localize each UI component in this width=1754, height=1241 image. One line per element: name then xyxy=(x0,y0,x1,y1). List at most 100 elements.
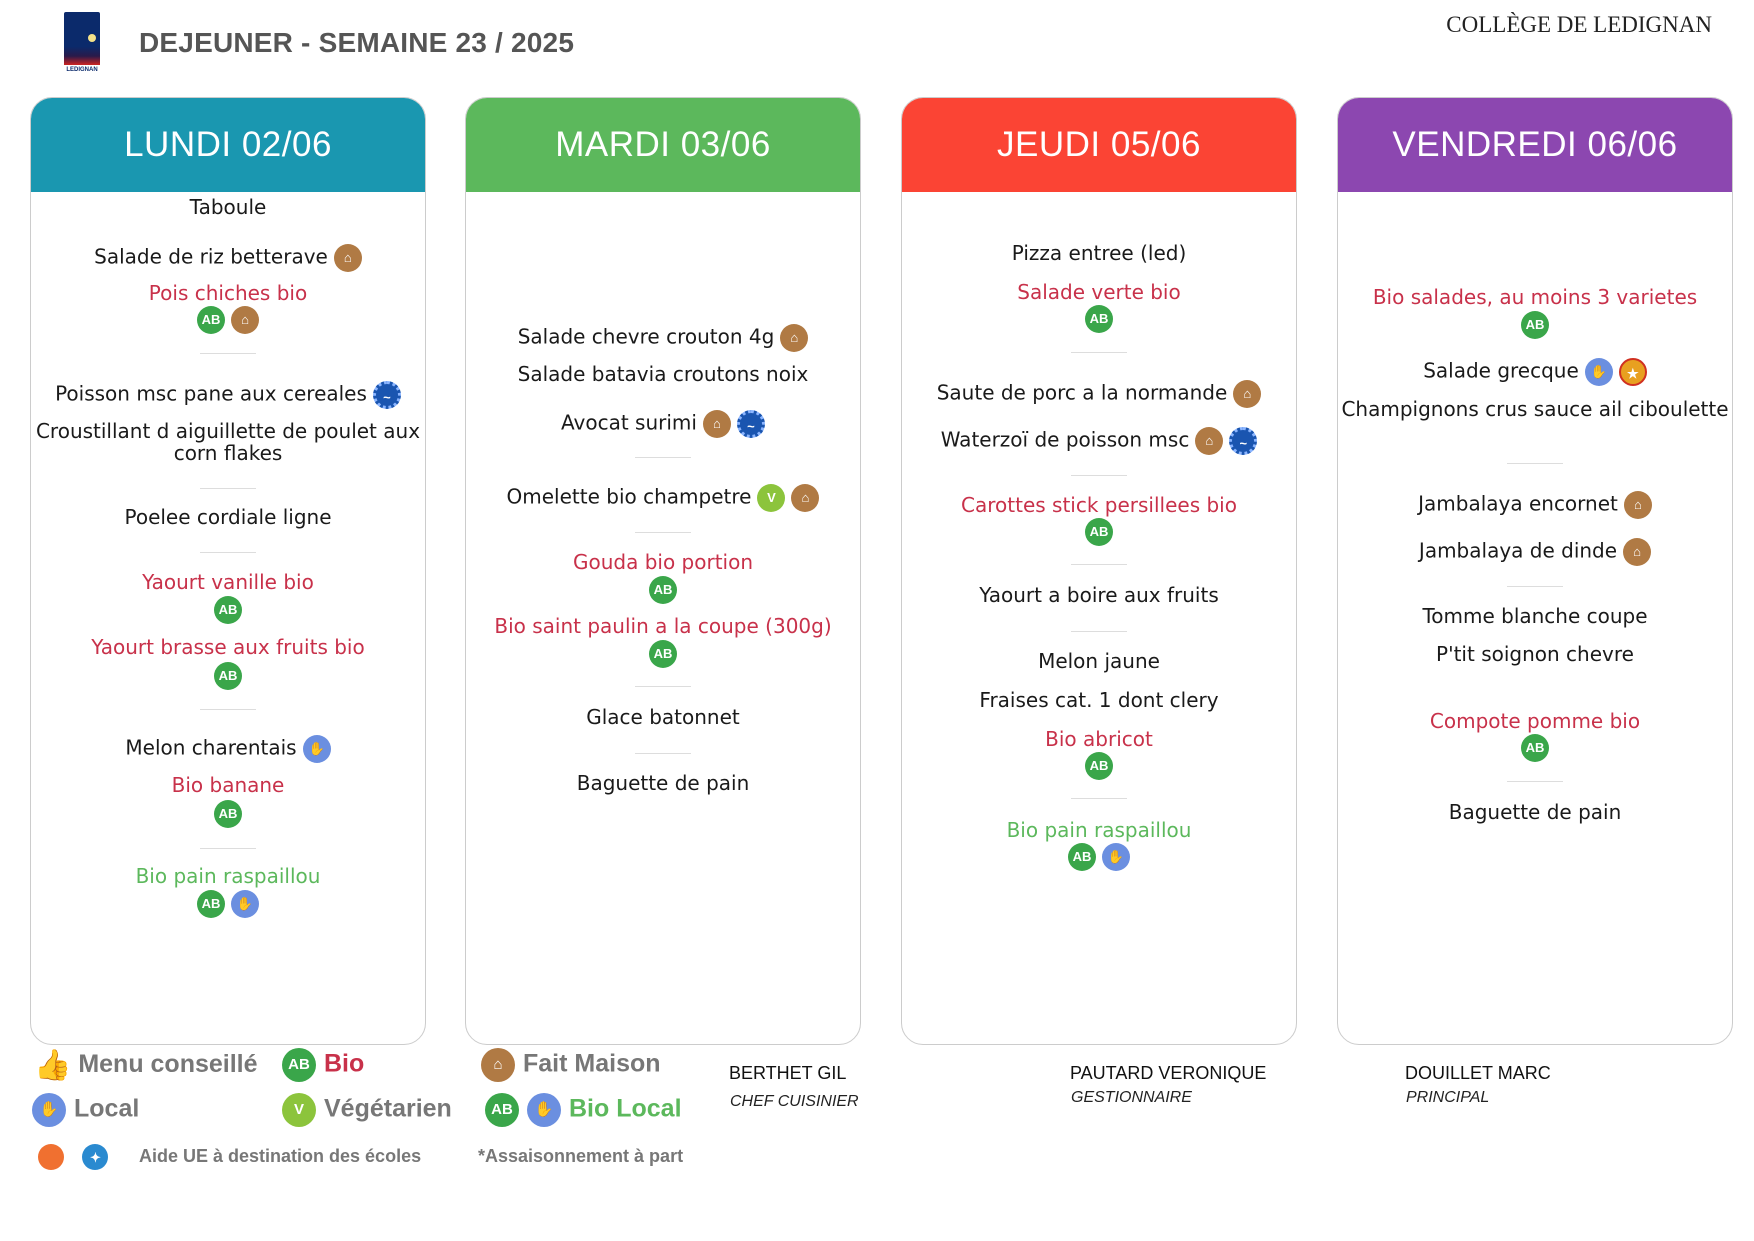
menu-item: Croustillant d aiguillette de poulet aux… xyxy=(35,419,421,465)
msc-icon: ~ xyxy=(736,410,765,438)
separator xyxy=(1071,798,1127,799)
menu-item: Bio pain raspaillou xyxy=(1006,818,1192,842)
bio-icon: AB xyxy=(214,800,242,828)
icon-row: AB⌂ xyxy=(31,306,425,334)
icon-row: AB xyxy=(902,518,1296,546)
bio-icon: AB xyxy=(197,306,225,334)
menu-item: Salade grecque✋★ xyxy=(1338,358,1732,386)
icon-row: AB✋ xyxy=(902,843,1296,871)
local-icon: ✋ xyxy=(1584,358,1613,386)
page-title: DEJEUNER - SEMAINE 23 / 2025 xyxy=(139,27,575,58)
separator xyxy=(200,552,256,553)
msc-icon: ~ xyxy=(372,381,401,409)
bio-icon: AB xyxy=(197,890,225,918)
day-card-mardi: MARDI 03/06 Salade chevre crouton 4g⌂ Sa… xyxy=(465,97,861,1045)
local-icon: ✋ xyxy=(302,735,331,763)
separator xyxy=(200,353,256,354)
menu-item: Yaourt a boire aux fruits xyxy=(979,583,1219,607)
separator xyxy=(635,457,691,458)
vegetarien-icon: V xyxy=(757,484,786,512)
moon-icon xyxy=(88,34,96,42)
fait-maison-icon: ⌂ xyxy=(231,306,259,334)
menu-item: Yaourt vanille bio xyxy=(142,570,314,594)
legend-local: ✋Local xyxy=(32,1093,139,1127)
ue-logos: ✦ xyxy=(38,1144,109,1170)
signature-role: GESTIONNAIRE xyxy=(1071,1089,1192,1106)
vegetarien-icon: V xyxy=(282,1093,316,1127)
local-icon: ✋ xyxy=(527,1093,561,1127)
local-icon: ✋ xyxy=(1102,843,1130,871)
icon-row: AB xyxy=(1338,734,1732,762)
separator xyxy=(200,488,256,489)
fait-maison-icon: ⌂ xyxy=(791,484,820,512)
menu-item: Salade batavia croutons noix xyxy=(517,362,809,386)
signature-name: BERTHET GIL xyxy=(729,1063,847,1083)
menu-item: Bio abricot xyxy=(1045,727,1153,751)
icon-row: AB xyxy=(1338,311,1732,339)
day-card-jeudi: JEUDI 05/06 Pizza entree (led) Salade ve… xyxy=(901,97,1297,1045)
separator xyxy=(1071,352,1127,353)
separator xyxy=(1507,463,1563,464)
menu-item: Tomme blanche coupe xyxy=(1422,604,1648,628)
menu-item: P'tit soignon chevre xyxy=(1436,642,1634,666)
menu-item: Gouda bio portion xyxy=(572,550,754,574)
menu-item: Waterzoï de poisson msc⌂~ xyxy=(902,427,1296,455)
day-header: MARDI 03/06 xyxy=(466,98,860,192)
menu-item: Jambalaya de dinde⌂ xyxy=(1338,538,1732,566)
separator xyxy=(635,686,691,687)
signature-role: PRINCIPAL xyxy=(1406,1089,1490,1106)
fait-maison-icon: ⌂ xyxy=(333,244,362,272)
day-card-vendredi: VENDREDI 06/06 Bio salades, au moins 3 v… xyxy=(1337,97,1733,1045)
icon-row: AB xyxy=(31,662,425,690)
signature-name: DOUILLET MARC xyxy=(1405,1063,1551,1083)
assaisonnement-note: *Assaisonnement à part xyxy=(478,1146,684,1166)
msc-icon: ~ xyxy=(1229,427,1258,455)
bio-icon: AB xyxy=(485,1093,519,1127)
fruits-ecole-icon xyxy=(38,1144,64,1170)
day-header: VENDREDI 06/06 xyxy=(1338,98,1732,192)
legend-menu-conseille: 👍 Menu conseillé xyxy=(34,1049,258,1082)
bio-icon: AB xyxy=(1085,305,1113,333)
menu-item: Compote pomme bio xyxy=(1429,709,1641,733)
menu-item: Pois chiches bio xyxy=(148,281,308,305)
menu-item: Salade verte bio xyxy=(1017,280,1181,304)
icon-row: AB✋ xyxy=(31,890,425,918)
menu-item: Bio banane xyxy=(171,773,285,797)
fait-maison-icon: ⌂ xyxy=(1623,538,1652,566)
fait-maison-icon: ⌂ xyxy=(1233,380,1262,408)
separator xyxy=(1071,564,1127,565)
bio-icon: AB xyxy=(649,576,677,604)
menu-item: Saute de porc a la normande⌂ xyxy=(902,380,1296,408)
menu-item: Champignons crus sauce ail ciboulette xyxy=(1341,397,1729,421)
menu-item: Jambalaya encornet⌂ xyxy=(1338,491,1732,519)
signature-role: CHEF CUISINIER xyxy=(730,1093,859,1110)
menu-item: Taboule xyxy=(189,195,267,219)
day-header: JEUDI 05/06 xyxy=(902,98,1296,192)
menu-item: Baguette de pain xyxy=(1448,800,1622,824)
day-card-lundi: LUNDI 02/06 Taboule Salade de riz better… xyxy=(30,97,426,1045)
thumbs-up-icon: 👍 xyxy=(34,1049,72,1082)
logo-text: LEDIGNAN xyxy=(66,67,98,73)
bio-icon: AB xyxy=(214,596,242,624)
separator xyxy=(635,753,691,754)
icon-row: AB xyxy=(31,596,425,624)
menu-item: Avocat surimi⌂~ xyxy=(466,410,860,438)
aop-icon: ★ xyxy=(1618,358,1647,386)
bio-icon: AB xyxy=(1085,518,1113,546)
menu-item: Pizza entree (led) xyxy=(1011,241,1187,265)
icon-row: AB xyxy=(902,752,1296,780)
bio-icon: AB xyxy=(282,1048,316,1082)
college-logo: LEDIGNAN xyxy=(64,12,100,75)
menu-item: Melon charentais✋ xyxy=(31,735,425,763)
icon-row: AB xyxy=(466,640,860,668)
menu-item: Bio salades, au moins 3 varietes xyxy=(1372,285,1698,309)
bio-icon: AB xyxy=(1521,311,1549,339)
icon-row: AB xyxy=(31,800,425,828)
bio-icon: AB xyxy=(649,640,677,668)
bio-icon: AB xyxy=(1521,734,1549,762)
menu-item: Salade de riz betterave⌂ xyxy=(31,244,425,272)
menu-item: Carottes stick persillees bio xyxy=(961,493,1237,517)
fait-maison-icon: ⌂ xyxy=(481,1048,515,1082)
fait-maison-icon: ⌂ xyxy=(1623,491,1652,519)
icon-row: AB xyxy=(466,576,860,604)
